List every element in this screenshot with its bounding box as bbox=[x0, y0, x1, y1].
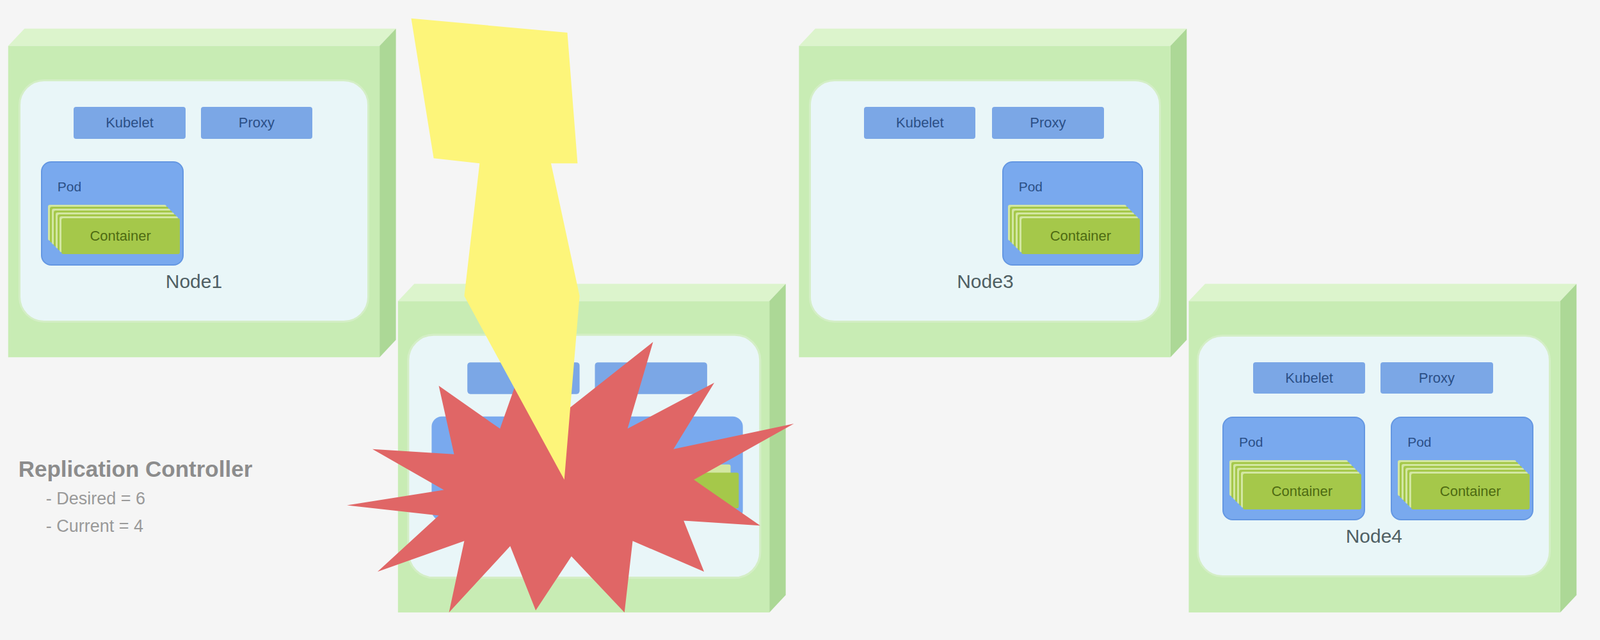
node-name: Node1 bbox=[165, 270, 223, 293]
container-stack: Container bbox=[1021, 218, 1140, 255]
bar-label: Kubelet bbox=[1285, 369, 1334, 387]
cube-side bbox=[769, 283, 786, 613]
node-panel: Kubelet ProxyContainer PodContainer PodNode… bbox=[1196, 334, 1551, 578]
bar-label: Kubelet bbox=[896, 114, 944, 132]
pod-label: Pod bbox=[1018, 179, 1043, 195]
pod-label: Pod bbox=[1407, 434, 1432, 450]
node-cube bbox=[8, 28, 397, 358]
agent-box: Proxy bbox=[1380, 362, 1493, 394]
node-cube bbox=[798, 28, 1187, 358]
node-cube bbox=[1188, 283, 1577, 613]
pod-box: Container Pod bbox=[1222, 416, 1366, 521]
cube-front bbox=[1188, 300, 1560, 612]
agent-box: Proxy bbox=[200, 106, 313, 139]
cube-side bbox=[379, 28, 397, 358]
cube-top bbox=[8, 28, 397, 47]
pod-box: Container Pod bbox=[1390, 416, 1534, 521]
agent-box: Kubelet bbox=[73, 106, 186, 139]
bar-label: Proxy bbox=[238, 114, 275, 132]
container-label: Container bbox=[1050, 227, 1112, 245]
cube-top bbox=[1188, 283, 1577, 301]
node-panel: Kubelet ProxyContainer PodNode1 bbox=[18, 79, 370, 322]
controller-stat: - Current = 4 bbox=[46, 516, 144, 537]
pod-label: Pod bbox=[57, 179, 82, 195]
cube-front bbox=[8, 46, 380, 358]
node-panel: Kubelet ProxyContainer PodNode3 bbox=[808, 79, 1161, 322]
container-label: Container bbox=[1271, 483, 1333, 500]
container-stack: Container bbox=[1411, 473, 1530, 510]
bar-label: Proxy bbox=[1029, 114, 1066, 132]
cube-side bbox=[1170, 28, 1188, 358]
bar-label: Proxy bbox=[1418, 369, 1455, 387]
container-label: Container bbox=[1440, 483, 1501, 500]
cube-side bbox=[1560, 283, 1577, 613]
pod-box: Container Pod bbox=[1002, 161, 1144, 266]
cube-front bbox=[798, 46, 1170, 358]
cube-top bbox=[398, 283, 786, 301]
container-label: Container bbox=[89, 227, 151, 245]
agent-box: Proxy bbox=[992, 106, 1104, 139]
pod-label: Pod bbox=[1239, 434, 1263, 450]
bar-label: Kubelet bbox=[105, 114, 154, 132]
node-name: Node3 bbox=[956, 270, 1014, 293]
controller-title: Replication Controller bbox=[18, 456, 253, 482]
cube-top bbox=[798, 28, 1187, 47]
controller-stat: - Desired = 6 bbox=[46, 488, 146, 509]
pod-box: Container Pod bbox=[40, 161, 184, 266]
container-stack: Container bbox=[1242, 473, 1362, 510]
container-stack: Container bbox=[61, 218, 180, 255]
node-name: Node4 bbox=[1345, 525, 1403, 548]
agent-box: Kubelet bbox=[864, 106, 976, 139]
lightning-bolt bbox=[411, 18, 580, 480]
agent-box: Kubelet bbox=[1253, 362, 1366, 394]
